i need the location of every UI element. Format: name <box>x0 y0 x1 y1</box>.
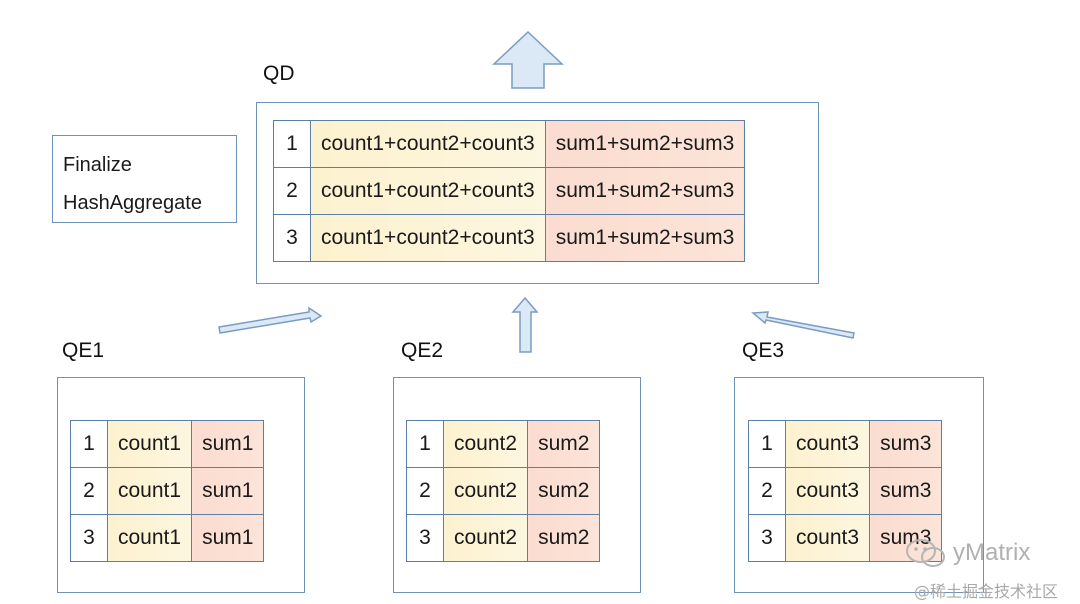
row-index: 1 <box>70 420 108 468</box>
qd-label: QD <box>263 62 295 85</box>
qe2-box: 1 count2 sum2 2 count2 sum2 3 count2 sum… <box>393 377 641 593</box>
watermark-site: @稀土掘金技术社区 <box>914 582 1059 601</box>
table-row: 1 count1 sum1 <box>70 420 265 468</box>
count-cell: count1+count2+count3 <box>310 120 546 168</box>
sum-cell: sum3 <box>869 514 943 562</box>
row-index: 3 <box>273 214 311 262</box>
count-cell: count1+count2+count3 <box>310 167 546 215</box>
sum-cell: sum1 <box>191 420 265 468</box>
qe2-to-qd-arrow <box>511 296 539 353</box>
qe1-box: 1 count1 sum1 2 count1 sum1 3 count1 sum… <box>57 377 305 593</box>
table-row: 2 count2 sum2 <box>406 467 601 515</box>
qe3-to-qd-arrow <box>751 311 855 339</box>
table-row: 2 count3 sum3 <box>748 467 943 515</box>
watermark-brand-text: yMatrix <box>953 539 1031 566</box>
qe3-box: 1 count3 sum3 2 count3 sum3 3 count3 sum… <box>734 377 984 593</box>
table-row: 2 count1+count2+count3 sum1+sum2+sum3 <box>273 167 746 215</box>
table-row: 3 count1+count2+count3 sum1+sum2+sum3 <box>273 214 746 262</box>
row-index: 1 <box>748 420 786 468</box>
qe1-to-qd-arrow <box>218 306 323 334</box>
qe3-table: 1 count3 sum3 2 count3 sum3 3 count3 sum… <box>748 420 943 562</box>
table-row: 3 count3 sum3 <box>748 514 943 562</box>
sum-cell: sum3 <box>869 420 943 468</box>
finalize-line2: HashAggregate <box>63 192 202 214</box>
table-row: 3 count1 sum1 <box>70 514 265 562</box>
count-cell: count1 <box>106 467 193 515</box>
table-row: 3 count2 sum2 <box>406 514 601 562</box>
count-cell: count3 <box>784 467 871 515</box>
row-index: 2 <box>273 167 311 215</box>
count-cell: count3 <box>784 514 871 562</box>
row-index: 1 <box>406 420 444 468</box>
row-index: 2 <box>70 467 108 515</box>
count-cell: count2 <box>442 514 529 562</box>
count-cell: count3 <box>784 420 871 468</box>
sum-cell: sum1+sum2+sum3 <box>544 214 746 262</box>
sum-cell: sum1 <box>191 467 265 515</box>
count-cell: count2 <box>442 420 529 468</box>
sum-cell: sum1+sum2+sum3 <box>544 120 746 168</box>
qe2-label: QE2 <box>401 339 444 362</box>
count-cell: count1+count2+count3 <box>310 214 546 262</box>
table-row: 1 count3 sum3 <box>748 420 943 468</box>
row-index: 3 <box>406 514 444 562</box>
sum-cell: sum1 <box>191 514 265 562</box>
count-cell: count2 <box>442 467 529 515</box>
qe1-table: 1 count1 sum1 2 count1 sum1 3 count1 sum… <box>70 420 265 562</box>
wechat-icon <box>906 539 945 567</box>
sum-cell: sum2 <box>527 420 601 468</box>
output-up-arrow <box>492 30 564 89</box>
row-index: 3 <box>70 514 108 562</box>
count-cell: count1 <box>106 420 193 468</box>
row-index: 2 <box>406 467 444 515</box>
table-row: 1 count1+count2+count3 sum1+sum2+sum3 <box>273 120 746 168</box>
sum-cell: sum2 <box>527 514 601 562</box>
sum-cell: sum1+sum2+sum3 <box>544 167 746 215</box>
count-cell: count1 <box>106 514 193 562</box>
sum-cell: sum2 <box>527 467 601 515</box>
qd-box: 1 count1+count2+count3 sum1+sum2+sum3 2 … <box>256 102 819 284</box>
table-row: 2 count1 sum1 <box>70 467 265 515</box>
finalize-line1: Finalize <box>63 154 132 176</box>
sum-cell: sum3 <box>869 467 943 515</box>
finalize-hashaggregate-box: Finalize HashAggregate <box>52 135 237 223</box>
qe2-table: 1 count2 sum2 2 count2 sum2 3 count2 sum… <box>406 420 601 562</box>
qd-table: 1 count1+count2+count3 sum1+sum2+sum3 2 … <box>273 120 746 262</box>
table-row: 1 count2 sum2 <box>406 420 601 468</box>
row-index: 2 <box>748 467 786 515</box>
qe3-label: QE3 <box>742 339 785 362</box>
row-index: 1 <box>273 120 311 168</box>
watermark-brand: yMatrix <box>905 538 1030 568</box>
qe1-label: QE1 <box>62 339 105 362</box>
row-index: 3 <box>748 514 786 562</box>
